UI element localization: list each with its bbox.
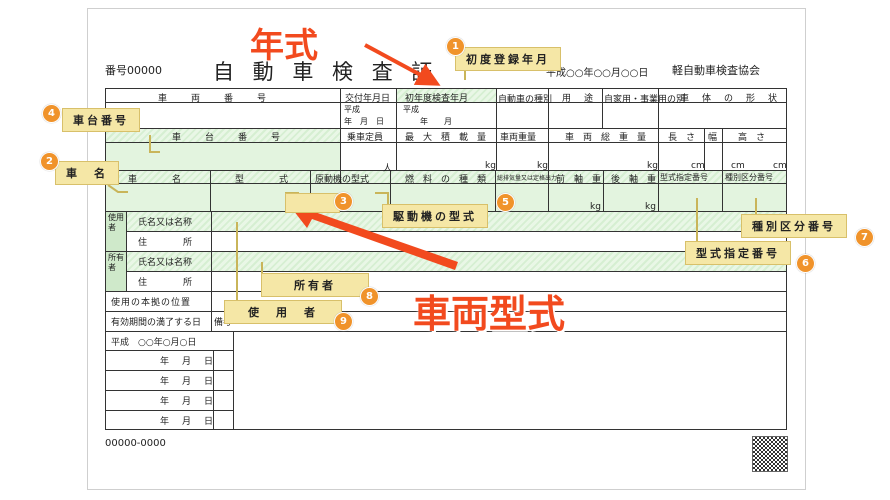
pointer-4 — [149, 135, 160, 153]
type-number-label: 型式指定番号 — [660, 173, 708, 182]
max-load-label: 最 大 積 載 量 — [405, 133, 487, 143]
qr-code-icon — [752, 436, 788, 472]
user-name-label: 氏名又は名称 — [138, 218, 193, 228]
height-label: 高 さ — [738, 133, 766, 143]
unit-label: kg — [537, 161, 548, 171]
pointer-2 — [107, 184, 128, 193]
badge-9: 9 — [334, 312, 353, 331]
vehicle-model-callout: 車両型式 — [413, 292, 566, 336]
base-location-label: 使用の本拠の位置 — [111, 298, 192, 308]
tag-chassis-number: 車台番号 — [62, 108, 140, 132]
badge-1: 1 — [446, 37, 465, 56]
issue-date: 平成○○年○○月○○日 — [546, 68, 649, 79]
badge-4: 4 — [42, 104, 61, 123]
first-registration-label: 初年度検査年月 — [405, 94, 469, 104]
remarks-label: 備考 — [214, 318, 233, 328]
unit-label: kg — [647, 161, 658, 171]
date-row: 年 月 日 — [160, 417, 216, 427]
unit-label: cm — [731, 161, 745, 171]
owner-name-label: 氏名又は名称 — [138, 258, 193, 268]
expiry-label: 有効期間の満了する日 — [111, 318, 202, 328]
engine-model-label: 原動機の型式 — [315, 175, 370, 185]
pointer-5 — [375, 192, 389, 204]
private-business-label: 自家用・事業用の別 — [604, 95, 686, 105]
tag-engine-model: 駆動機の型式 — [382, 204, 488, 228]
class-number-label: 種別区分番号 — [725, 173, 773, 182]
vehicle-number-label: 車 両 番 号 — [158, 94, 269, 104]
era-label: 平成 — [344, 105, 360, 114]
fuel-type-label: 燃 料 の 種 類 — [405, 175, 487, 185]
unit-label: cm — [691, 161, 705, 171]
front-axle-label: 前 軸 重 — [556, 175, 602, 185]
unit-label: kg — [645, 202, 656, 212]
user-side-label: 使用者 — [108, 213, 124, 232]
vehicle-weight-label: 車両重量 — [500, 133, 537, 143]
date-row: 年 月 日 — [160, 357, 216, 367]
owner-side-field — [106, 251, 126, 291]
chassis-value-field — [106, 142, 340, 170]
model-year-callout: 年式 — [250, 26, 318, 66]
user-address-label: 住 所 — [138, 238, 193, 248]
first-date-row: 平成 ○○年○月○日 — [111, 338, 197, 348]
rear-axle-label: 後 軸 重 — [611, 175, 657, 185]
car-name-label: 車 名 — [128, 175, 184, 185]
vehicle-kind-label: 自動車の種別 — [498, 95, 553, 105]
date-row: 年 月 日 — [160, 377, 216, 387]
unit-label: cm — [773, 161, 787, 171]
owner-side-label: 所有者 — [108, 253, 124, 272]
badge-8: 8 — [360, 287, 379, 306]
row3-header-field — [106, 170, 786, 183]
badge-5: 5 — [496, 193, 515, 212]
chassis-field — [106, 128, 340, 142]
tag-model — [285, 193, 340, 213]
tag-owner: 所有者 — [261, 273, 369, 297]
tag-first-registration: 初度登録年月 — [455, 47, 561, 71]
tag-user: 使 用 者 — [224, 300, 342, 324]
chassis-number-label: 車 台 番 号 — [172, 133, 283, 143]
badge-7: 7 — [855, 228, 874, 247]
badge-6: 6 — [796, 254, 815, 273]
badge-2: 2 — [40, 152, 59, 171]
unit-label: kg — [485, 161, 496, 171]
badge-3: 3 — [334, 192, 353, 211]
user-side-field — [106, 211, 126, 251]
width-label: 幅 — [708, 133, 718, 143]
year-arrow — [364, 43, 441, 86]
delivery-date-label: 交付年月日 — [345, 94, 391, 104]
body-shape-label: 車 体 の 形 状 — [680, 94, 780, 104]
capacity-label: 乗車定員 — [347, 133, 384, 143]
tag-type-number: 型式指定番号 — [685, 241, 791, 265]
ym-label: 年 月 — [420, 117, 452, 126]
unit-label: kg — [590, 202, 601, 212]
ymd-label: 年 月 日 — [344, 117, 384, 126]
certificate-number: 番号00000 — [105, 64, 162, 77]
tag-class-number: 種別区分番号 — [741, 214, 847, 238]
first-reg-field — [396, 89, 496, 102]
length-label: 長 さ — [668, 133, 696, 143]
owner-address-label: 住 所 — [138, 278, 193, 288]
certificate-title: 自 動 車 検 査 証 — [213, 60, 439, 84]
model-label: 型 式 — [235, 175, 291, 185]
unit-label: 人 — [383, 164, 393, 174]
model-arrow — [290, 202, 458, 270]
gross-weight-label: 車 両 総 重 量 — [565, 133, 647, 143]
era-label: 平成 — [403, 105, 419, 114]
tag-car-name: 車 名 — [55, 161, 119, 185]
footer-code: 00000-0000 — [105, 438, 166, 449]
displacement-label: 総排気量又は定格出力 — [497, 175, 558, 182]
date-row: 年 月 日 — [160, 397, 216, 407]
use-label: 用 途 — [562, 94, 596, 104]
issuer-name: 軽自動車検査協会 — [672, 64, 760, 77]
